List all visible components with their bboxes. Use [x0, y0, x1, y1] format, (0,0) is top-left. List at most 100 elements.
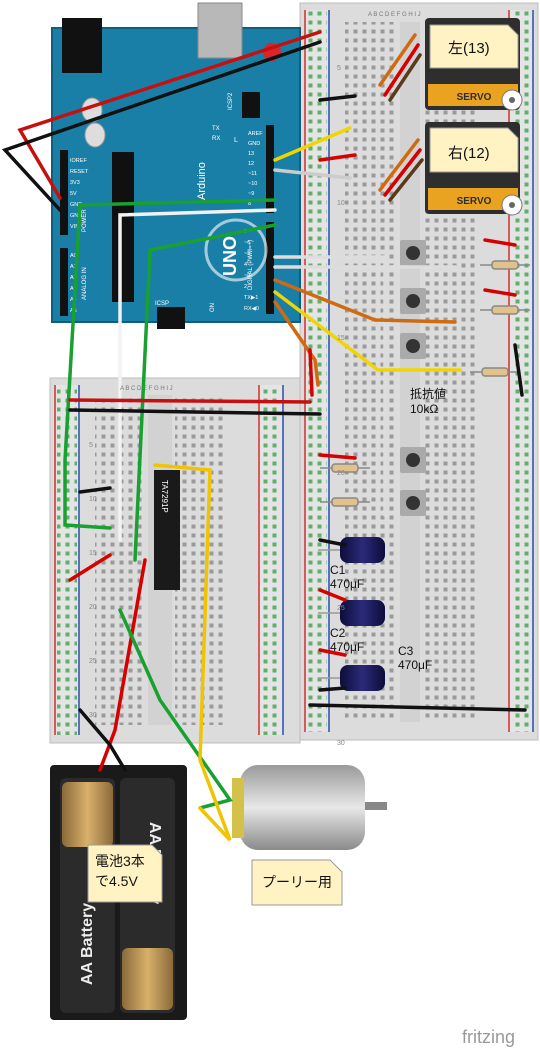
power-pin-label: GND [70, 202, 82, 208]
digital-label: DIGITAL (PWM=~) [248, 240, 254, 290]
digital-pin-label: 4 [244, 262, 247, 268]
motor-driver-ic: TA7291P [154, 470, 180, 590]
power-pin-label: 3V3 [70, 180, 80, 186]
power-header [60, 150, 68, 235]
button-5 [400, 490, 426, 516]
resistor-value-label-2: 10kΩ [410, 402, 438, 416]
power-pin-label: VIN [70, 224, 79, 230]
driver-ic-label: TA7291P [160, 480, 169, 513]
analog-pin-label: A1 [70, 264, 77, 270]
power-pin-label: IOREF [70, 158, 87, 164]
icsp2-label: ICSP2 [228, 92, 234, 110]
c1-name: C1 [330, 563, 346, 577]
capacitor-c2 [318, 600, 385, 626]
resistor-3 [470, 367, 520, 377]
digital-pin-label: TX▶1 [244, 295, 258, 301]
battery-note-line2: で4.5V [95, 873, 138, 889]
digital-pin-label: ~11 [248, 171, 257, 177]
analog-in-label: ANALOG IN [82, 267, 88, 300]
analog-pin-label: A0 [70, 253, 77, 259]
capacitor-c3 [318, 665, 385, 691]
atmega-chip [112, 152, 134, 302]
capacitor-2 [84, 122, 106, 148]
digital-pin-label: 12 [248, 161, 254, 167]
digital-pin-label: 2 [244, 284, 247, 290]
row-number: 20 [89, 604, 97, 611]
servo-left-label: 左(13) [448, 40, 490, 57]
arduino-logo: UNO [220, 236, 240, 276]
digital-pin-label: ~6 [244, 240, 250, 246]
battery-left-label: AA Battery [79, 903, 96, 985]
rx-label: RX [212, 136, 220, 142]
power-pin-label: GND [70, 213, 82, 219]
digital-header-bottom [266, 222, 274, 314]
c1-value: 470μF [330, 577, 364, 591]
resistor-5 [320, 497, 370, 507]
l-label: L [234, 137, 238, 144]
digital-pin-label: 8 [248, 201, 251, 207]
dc-jack [62, 18, 102, 73]
resistors [320, 260, 530, 507]
resistor-4 [320, 463, 370, 473]
servo-right-brand: SERVO [457, 196, 492, 207]
arduino-brand: Arduino [196, 162, 208, 200]
digital-pin-label: GND [248, 141, 260, 147]
servo-left: SERVO 左(13) [425, 18, 523, 111]
resistor-value-label-1: 抵抗値 [410, 386, 446, 401]
servo-right: SERVO 右(12) [425, 122, 523, 216]
battery-note-line1: 電池3本 [95, 853, 145, 869]
icsp-header [157, 307, 185, 329]
digital-pin-label: ~9 [248, 191, 254, 197]
row-number: 30 [337, 740, 345, 747]
row-number: 25 [89, 658, 97, 665]
power-pin-labels: IOREF RESET 3V3 5V GND GND VIN [70, 158, 89, 230]
power-pin-label: RESET [70, 169, 89, 175]
digital-pin-label: RX◀0 [244, 306, 259, 312]
on-label: ON [210, 303, 216, 312]
digital-pin-labels-top: AREF GND 13 12 ~11 ~10 ~9 8 [248, 131, 263, 207]
arduino-logo-ring [204, 218, 268, 282]
right-row-numbers: 5 10 15 20 25 30 [337, 65, 345, 747]
row-number: 15 [337, 335, 345, 342]
resistor-1 [480, 260, 530, 270]
tx-label: TX [212, 126, 220, 132]
digital-pin-label: ~5 [244, 251, 250, 257]
arduino-board: UNO Arduino ICSP2 ICSP TX RX L ON POWER … [51, 2, 301, 329]
row-number: 25 [337, 605, 345, 612]
icsp-label: ICSP [155, 301, 169, 307]
push-buttons [400, 240, 426, 516]
digital-pin-label: AREF [248, 131, 263, 137]
left-column-letters: A B C D E F G H I J [120, 386, 173, 392]
servo-right-label: 右(12) [448, 145, 490, 162]
capacitor-c1 [318, 537, 385, 563]
button-3 [400, 333, 426, 359]
resistor-2 [480, 305, 530, 315]
row-number: 20 [337, 470, 345, 477]
icsp2-header [242, 92, 260, 118]
component-labels: 抵抗値 10kΩ C1 470μF C2 470μF C3 470μF [330, 386, 446, 672]
button-2 [400, 288, 426, 314]
row-number: 15 [89, 550, 97, 557]
c3-name: C3 [398, 644, 414, 658]
c2-value: 470μF [330, 640, 364, 654]
row-number: 10 [89, 496, 97, 503]
analog-header [60, 248, 68, 316]
wires [1, 30, 527, 842]
digital-header-top [266, 125, 274, 213]
fritzing-watermark: fritzing [462, 1027, 515, 1047]
button-1 [400, 240, 426, 266]
digital-pin-label: 13 [248, 151, 254, 157]
servo-left-brand: SERVO [457, 92, 492, 103]
digital-pin-label: ~10 [248, 181, 257, 187]
row-number: 5 [337, 65, 341, 72]
motor-note: プーリー用 [262, 874, 332, 890]
row-number: 10 [337, 200, 345, 207]
digital-pin-label: ~3 [244, 273, 250, 279]
battery-pack: AA Battery AA Battery 電池3本 で4.5V [50, 765, 187, 1020]
dc-motor: プーリー用 [232, 765, 387, 906]
power-pin-label: 5V [70, 191, 77, 197]
c2-name: C2 [330, 626, 346, 640]
power-label: POWER [82, 209, 88, 232]
